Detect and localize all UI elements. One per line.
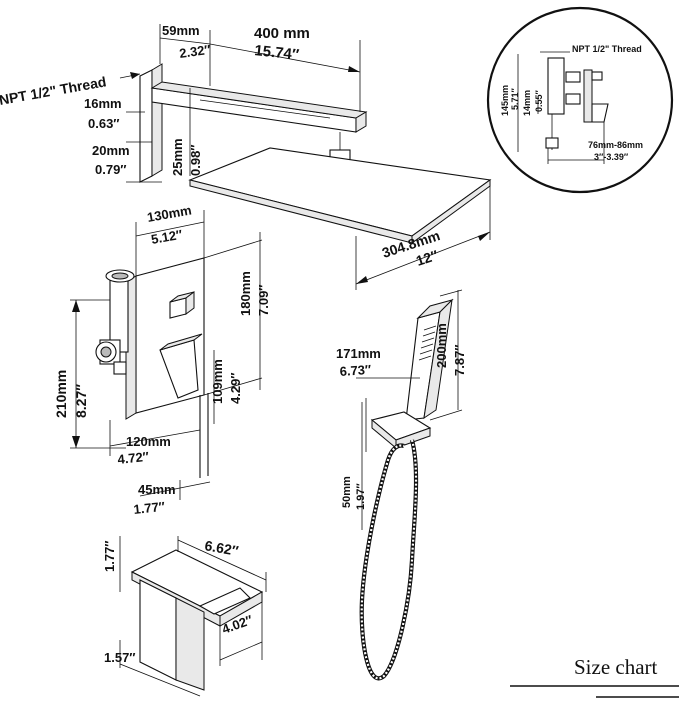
mixing-valve-drawing: 130mm 5.12″ 180mm 7.09″ 210mm 8.27″ 109m…	[53, 202, 271, 517]
label-inset-depth-in: 3″-3.39″	[594, 152, 629, 162]
label-hand-h-mm: 200mm	[434, 323, 449, 368]
hand-shower-nozzles	[418, 325, 437, 361]
label-valve-total-in: 8.27″	[73, 384, 89, 418]
label-holder-mm: 50mm	[341, 476, 353, 508]
label-inset-depth-mm: 76mm-86mm	[588, 140, 643, 150]
label-flange-h-mm: 16mm	[84, 96, 122, 111]
label-valve-trim-mm: 45mm	[138, 482, 176, 497]
dim-spout-d-line	[219, 641, 263, 661]
inset-valve-port-top	[565, 71, 581, 83]
label-inset-h-mm: 145mm	[500, 85, 510, 116]
label-arm-length-mm: 400 mm	[254, 25, 310, 42]
label-valve-depth-in: 4.72″	[117, 449, 150, 467]
label-valve-mid-mm: 109mm	[210, 359, 225, 404]
inset-wall	[583, 69, 593, 123]
inset-stem-base	[545, 137, 559, 149]
label-flange-w-in: 0.79″	[95, 162, 127, 177]
dim-head-arrow-left	[356, 276, 368, 284]
label-valve-h-in: 7.09″	[256, 284, 271, 316]
dim-200-ext-bottom	[429, 409, 463, 421]
dim-120-line	[109, 429, 201, 447]
hand-shower-drawing: 171mm 6.73″ 200mm 7.87″ 50mm 1.97″	[336, 289, 467, 681]
label-hand-w-in: 6.73″	[339, 362, 372, 379]
label-flange-h-in: 0.63″	[88, 116, 120, 131]
inset-knob	[591, 71, 603, 81]
dim-400-line	[209, 43, 361, 73]
label-hand-h-in: 7.87″	[452, 344, 467, 376]
spout-base	[139, 579, 177, 681]
label-arm-offset-mm: 59mm	[162, 23, 200, 38]
dim-spout-base-line	[119, 663, 201, 697]
valve-port-top-inner	[111, 272, 129, 280]
dim-130-line	[135, 221, 205, 237]
label-valve-w-mm: 130mm	[146, 202, 193, 225]
hose-ribbing	[360, 439, 418, 680]
dim-head-line	[355, 231, 491, 285]
label-valve-w-in: 5.12″	[150, 227, 184, 247]
shower-arm-drawing: 59mm 2.32″ 400 mm 15.74″ NPT 1/2" Thread…	[0, 23, 492, 290]
dim-210-arrow-top	[72, 300, 80, 312]
spout-base-side	[175, 597, 205, 691]
valve-port-bottom	[113, 361, 127, 375]
dim-180-ext-top	[203, 239, 263, 259]
label-holder-in: 1.97″	[355, 483, 367, 510]
dim-200-ext-top	[439, 289, 463, 297]
wall-flange	[139, 69, 153, 183]
label-arm-drop-mm: 25mm	[170, 138, 185, 176]
inset-valve-body	[547, 57, 565, 115]
label-valve-mid-in: 4.29″	[228, 372, 243, 404]
label-valve-trim-in: 1.77″	[133, 499, 166, 517]
valve-knob-side	[185, 291, 195, 315]
arm-end	[355, 111, 367, 133]
dim-59-line	[159, 37, 211, 45]
label-valve-h-mm: 180mm	[238, 271, 253, 316]
label-inset-s-in: 0.55″	[534, 89, 544, 112]
label-inset-h-in: 5.71″	[510, 87, 520, 110]
valve-port-hole	[100, 346, 112, 358]
label-arm-offset-in: 2.32″	[178, 42, 211, 61]
tub-spout-drawing: 6.62″ 1.77″ 4.02″ 1.57″	[102, 536, 267, 697]
dim-thread-arrow	[130, 72, 140, 79]
label-spout-base: 1.57″	[104, 650, 136, 665]
dim-400-arrow	[348, 66, 360, 72]
dim-spout-w-line	[177, 539, 267, 581]
dim-head-arrow-right	[478, 232, 490, 241]
arm-highlight	[199, 99, 331, 119]
wall-flange-side	[151, 63, 163, 177]
label-inset-s-mm: 14mm	[522, 90, 532, 116]
label-arm-drop-in: 0.98″	[188, 144, 203, 176]
label-spout-h: 1.77″	[102, 540, 117, 572]
hand-shower-side	[423, 298, 453, 420]
label-valve-depth-mm: 120mm	[126, 434, 171, 449]
spout-lip	[198, 587, 251, 615]
dim-45-line	[139, 481, 211, 497]
label-spout-w: 6.62″	[203, 537, 240, 559]
footer-title: Size chart	[574, 655, 658, 679]
valve-inset-circle: NPT 1/2" Thread 145mm 5.71″ 14mm 0.55″ 7…	[486, 6, 674, 194]
label-arm-length-in: 15.74″	[254, 42, 300, 64]
label-hand-w-mm: 171mm	[336, 346, 381, 361]
label-inset-thread: NPT 1/2" Thread	[572, 44, 642, 54]
footer: Size chart	[510, 655, 679, 698]
hose-outline	[359, 439, 419, 681]
valve-lever-top	[159, 333, 203, 351]
label-valve-total-mm: 210mm	[53, 370, 69, 418]
dim-210-arrow-bottom	[72, 436, 80, 448]
inset-valve-port-bottom	[565, 93, 581, 105]
label-flange-w-mm: 20mm	[92, 143, 130, 158]
label-head-in: 12″	[414, 247, 440, 269]
